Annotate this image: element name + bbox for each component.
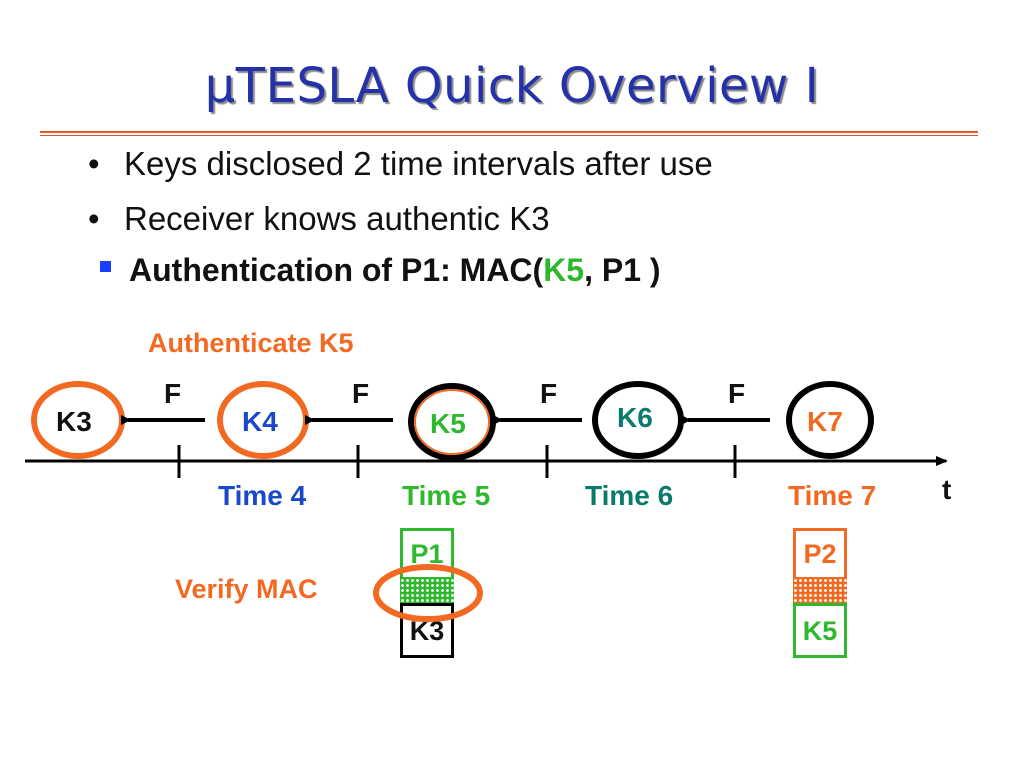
authenticate-label: Authenticate K5 — [148, 328, 354, 358]
time-label-6: Time 6 — [585, 480, 674, 511]
key-label-k6: K6 — [617, 402, 653, 433]
verify-mac-label: Verify MAC — [175, 574, 318, 604]
key-circle-k7 — [786, 381, 874, 459]
key-label-k4: K4 — [242, 406, 278, 437]
f-label-1: F — [164, 378, 182, 409]
time-label-7: Time 7 — [788, 480, 877, 511]
axis-label-t: t — [942, 474, 952, 505]
bullet-keys-disclosed: • Keys disclosed 2 time intervals after u… — [88, 145, 713, 183]
f-label-2: F — [352, 378, 370, 409]
key-label-k5: K5 — [430, 408, 466, 439]
bullet-dot: • — [88, 145, 100, 182]
title-divider — [40, 131, 978, 133]
packet-p2-payload: P2 — [793, 528, 847, 580]
f-label-3: F — [540, 378, 558, 409]
sub-bullet-suffix: , P1 ) — [584, 252, 661, 288]
square-bullet-icon — [100, 261, 111, 272]
bullet-text: Keys disclosed 2 time intervals after us… — [124, 145, 713, 182]
sub-bullet-prefix: Authentication of P1: MAC( — [129, 252, 544, 288]
packet-p2-key: K5 — [793, 603, 847, 658]
packet-p2-mac — [793, 578, 847, 604]
slide-title: μTESLA Quick Overview I — [204, 58, 820, 114]
bullet-receiver-knows: • Receiver knows authentic K3 — [88, 200, 550, 238]
f-label-4: F — [728, 378, 746, 409]
key-label-k3: K3 — [56, 406, 92, 437]
sub-bullet-authentication: Authentication of P1: MAC(K5, P1 ) — [100, 252, 661, 289]
bullet-text: Receiver knows authentic K3 — [124, 200, 550, 237]
sub-bullet-key: K5 — [543, 252, 585, 288]
title-divider-thin — [40, 135, 978, 136]
packet-p1-mac — [400, 578, 454, 604]
time-label-4: Time 4 — [218, 480, 307, 511]
key-circle-k5-inner — [414, 389, 490, 455]
verify-mac-highlight — [373, 564, 483, 622]
bullet-dot: • — [88, 200, 100, 237]
packet-p1-payload: P1 — [400, 528, 454, 580]
time-label-5: Time 5 — [402, 480, 491, 511]
key-label-k7: K7 — [807, 406, 843, 437]
